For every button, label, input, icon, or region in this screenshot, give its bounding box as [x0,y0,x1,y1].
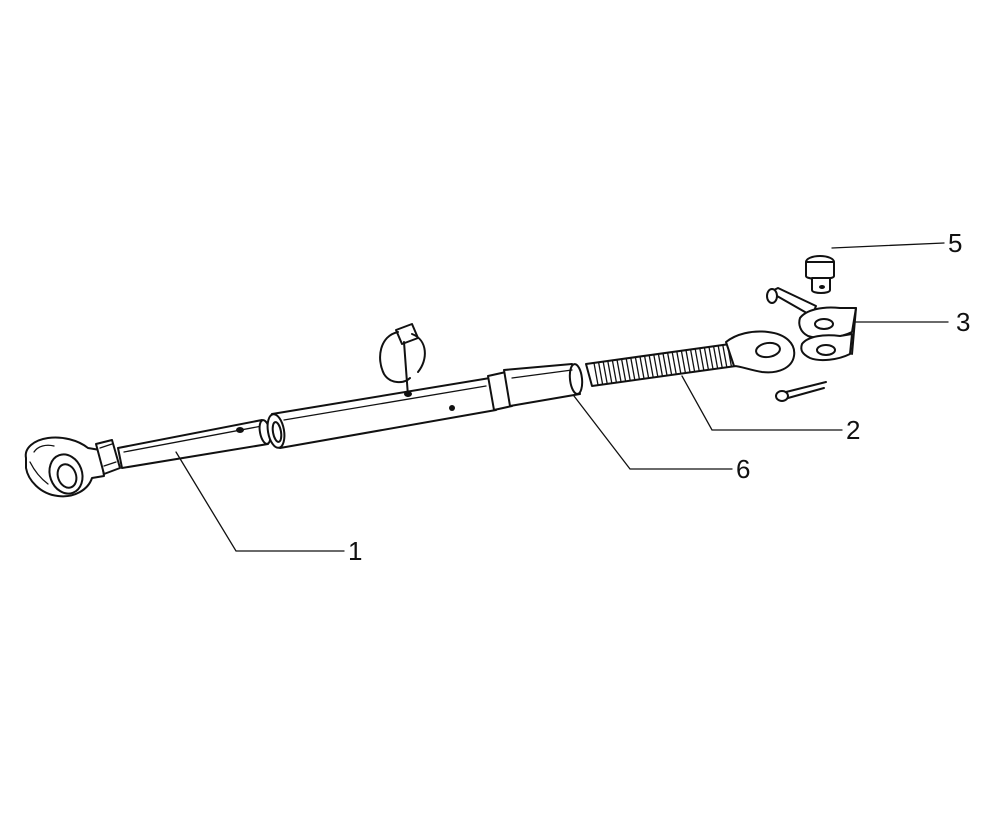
thread-mark [666,352,673,376]
thread-mark [680,350,687,374]
thread-mark [648,354,654,378]
part-3-clevis-bracket [766,287,857,362]
thread-mark [616,359,622,383]
thread-mark [597,361,604,386]
thread-mark [634,356,641,380]
thread-mark [625,357,631,382]
thread-mark [685,349,691,373]
thread-mark [699,347,705,371]
callout-1: 1 [348,536,362,566]
thread-mark [643,355,650,379]
thread-mark [712,345,719,370]
thread-mark [653,354,659,378]
thread-mark [689,348,696,373]
thread-mark [657,353,664,377]
thread-mark [676,350,682,375]
thread-mark [703,347,710,371]
thread-mark [593,362,599,386]
thread-mark [607,360,613,384]
part-6-adjuster-tube [266,323,584,449]
thread-mark [722,344,728,368]
thread-mark [662,352,668,377]
thread-mark [708,346,714,370]
thread-mark [694,348,700,372]
cotter-pin [775,381,827,402]
thread-mark [620,358,627,382]
part-5-pin [805,255,835,294]
callout-5: 5 [948,228,962,258]
thread-mark [602,361,608,385]
leader-lines [175,242,949,552]
part-2-threaded-rod-with-eye [585,330,796,387]
thread-mark [639,355,645,380]
callout-6: 6 [736,454,750,484]
thread-mark [671,351,677,375]
callout-2: 2 [846,415,860,445]
part-1-rod-with-ball-joint [24,419,272,498]
callout-3: 3 [956,307,970,337]
thread-mark [717,345,723,369]
thread-mark [611,359,618,384]
thread-mark [630,357,636,381]
callout-labels: 1 2 3 5 6 [348,228,970,566]
